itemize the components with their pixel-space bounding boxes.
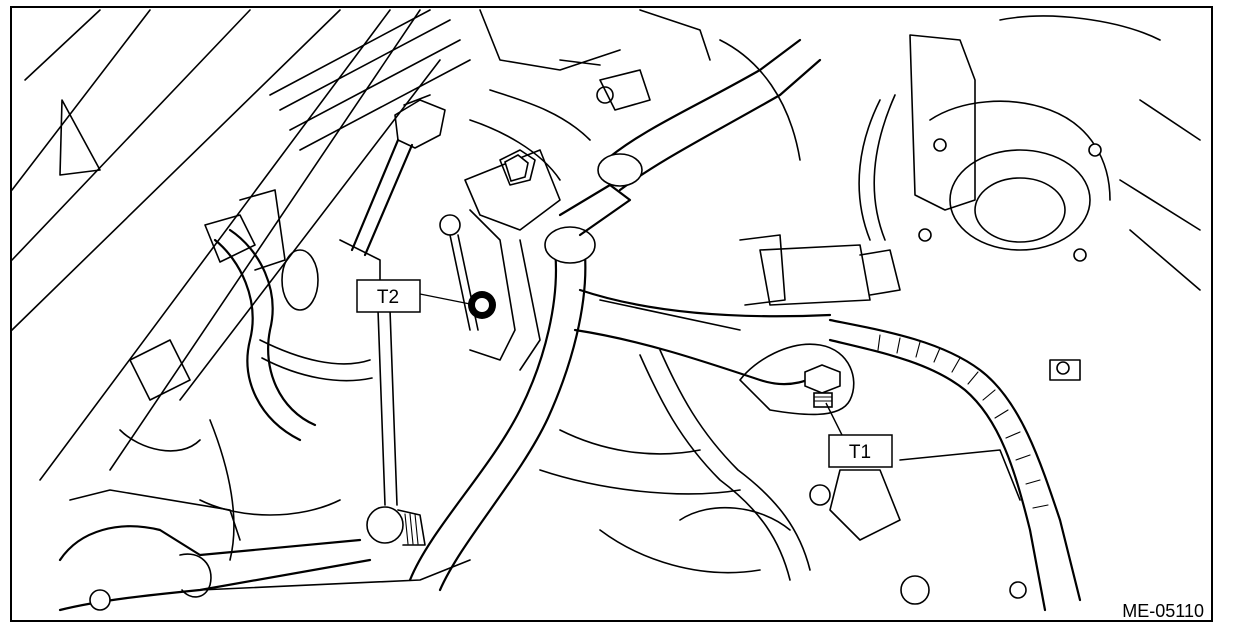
torque-arm — [573, 288, 855, 416]
figure-code: ME-05110 — [1122, 601, 1204, 621]
left-hoses — [119, 189, 373, 561]
engine-mount-bracket — [439, 149, 561, 371]
stabilizer-bar — [58, 489, 471, 612]
figure-border — [10, 6, 1213, 622]
body-panel-lines — [11, 9, 471, 481]
callout-t1-label: T1 — [849, 442, 871, 463]
t2-link-rod — [339, 94, 446, 546]
upper-center-components — [469, 9, 711, 181]
center-hose — [408, 38, 822, 592]
intake-assembly — [909, 15, 1201, 381]
t1-bolt — [804, 364, 841, 408]
lower-center-components — [539, 429, 1027, 605]
callout-t2: T2 — [356, 279, 476, 313]
callout-t1: T1 — [825, 402, 893, 468]
actuator-unit — [719, 39, 901, 306]
ball-joint — [366, 506, 404, 544]
wiring-harness — [639, 318, 1082, 612]
callout-t2-label: T2 — [377, 287, 399, 308]
